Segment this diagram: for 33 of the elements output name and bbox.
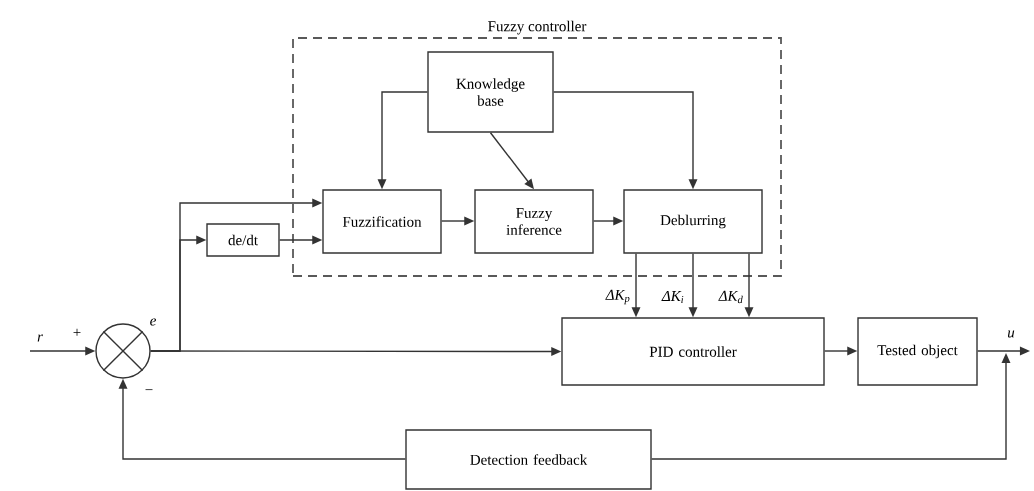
process-box: Deblurring — [623, 189, 763, 254]
arrow — [651, 353, 1011, 460]
arrow — [150, 235, 207, 352]
process-box: Fuzzification — [322, 189, 442, 254]
sign-label: − — [145, 389, 153, 391]
edge-label: ΔK$_{i}$ — [661, 291, 684, 304]
edge-label: u — [1008, 330, 1015, 338]
sign-label: + — [73, 328, 81, 336]
process-box: de/dt — [206, 223, 280, 257]
edge-label: ΔK$_{d}$ — [718, 290, 743, 304]
process-box: Fuzzy inference — [474, 189, 594, 254]
arrow — [553, 91, 698, 190]
node-label: Fuzzy controller — [488, 20, 587, 35]
edge-label: r — [37, 334, 43, 342]
summing-junction — [95, 323, 151, 379]
process-box: PID controller — [561, 317, 825, 386]
arrow — [29, 346, 96, 356]
arrow — [824, 346, 858, 356]
arrow — [744, 253, 754, 318]
process-box: Knowledge base — [427, 51, 554, 133]
arrow — [688, 253, 698, 318]
arrow — [489, 132, 534, 190]
arrow — [631, 253, 641, 318]
arrow — [593, 216, 624, 226]
arrow — [279, 235, 323, 245]
arrow — [977, 346, 1030, 356]
arrow — [118, 378, 406, 460]
process-box: Tested object — [857, 317, 978, 386]
edge-label: e — [150, 318, 156, 326]
edge-label: ΔK$_{p}$ — [605, 289, 630, 305]
process-box: Detection feedback — [405, 429, 652, 490]
arrow — [441, 216, 475, 226]
arrow — [377, 91, 428, 190]
